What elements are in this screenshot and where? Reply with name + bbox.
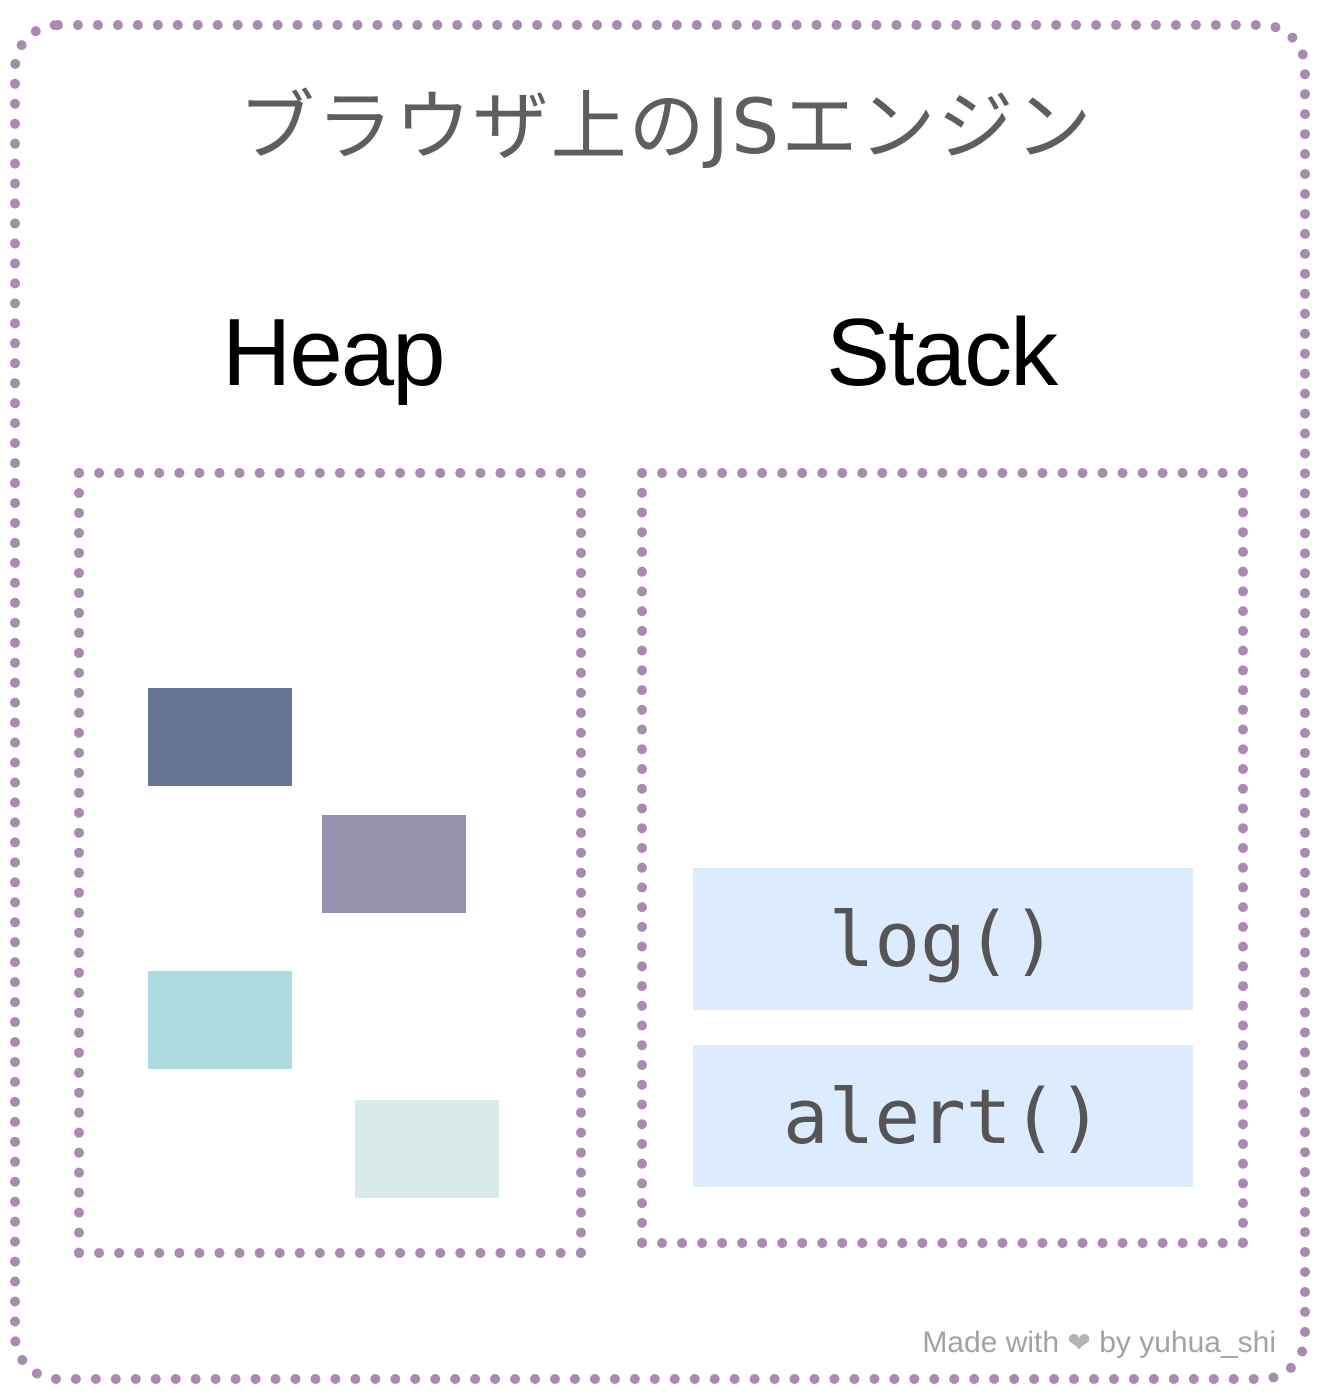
stack-frame-log: log() [693, 868, 1193, 1010]
heap-label: Heap [222, 299, 445, 406]
stack-label: Stack [826, 299, 1058, 406]
heap-object-block [322, 815, 466, 913]
heap-object-block [148, 688, 292, 786]
stack-frame-alert: alert() [693, 1045, 1193, 1187]
footer-suffix: by yuhua_shi [1099, 1326, 1276, 1359]
heap-object-block [355, 1100, 499, 1198]
heap-object-block [148, 971, 292, 1069]
footer-prefix: Made with [922, 1326, 1060, 1359]
heart-icon: ❤ [1067, 1327, 1091, 1358]
credit-footer: Made with ❤ by yuhua_shi [922, 1326, 1276, 1360]
heap-panel [74, 468, 586, 1258]
page-title: ブラウザ上のJSエンジン [238, 82, 1094, 171]
stack-panel [637, 468, 1248, 1248]
js-engine-container [10, 20, 1310, 1384]
